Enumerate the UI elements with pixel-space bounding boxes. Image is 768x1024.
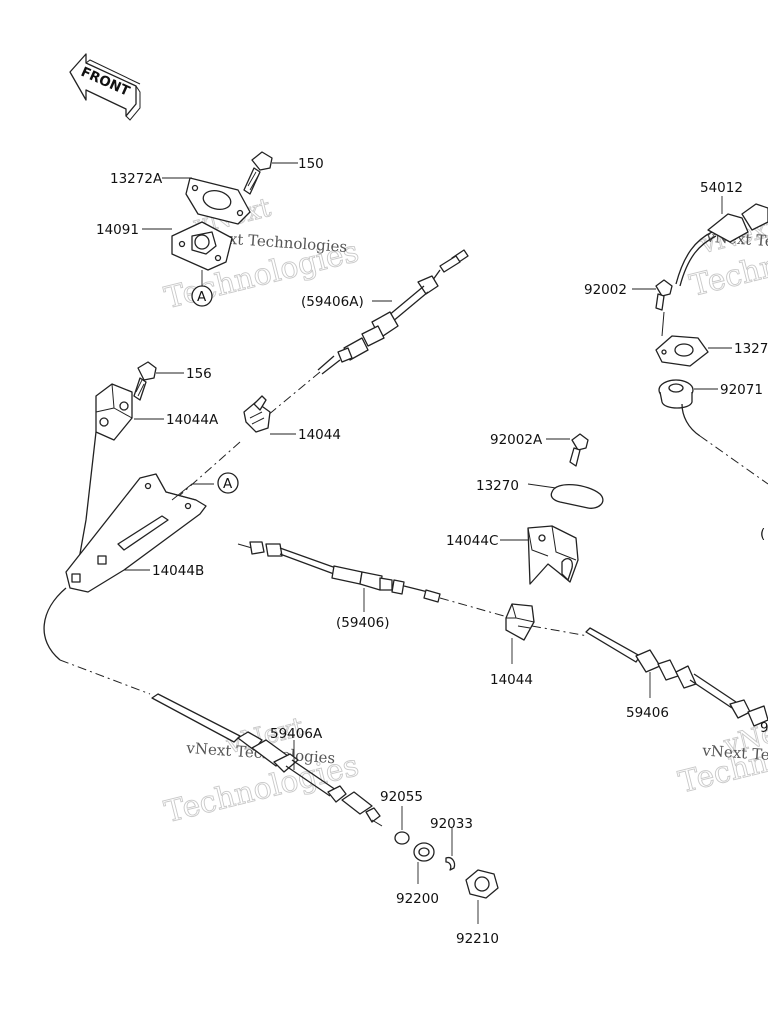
label-54012: 54012 (700, 180, 743, 196)
label-92002: 92002 (584, 282, 627, 298)
cable-59406-right (585, 627, 768, 727)
snapring-92033 (445, 856, 456, 871)
label-92033: 92033 (430, 816, 473, 832)
gasket-13270 (550, 484, 604, 509)
label-edge-9: 9 (760, 720, 768, 736)
ref-circle-a-top (191, 285, 213, 307)
label-59406A: 59406A (270, 726, 323, 742)
gasket-1327x (655, 335, 709, 367)
label-13272A: 13272A (110, 171, 163, 187)
ref-a-top: A (197, 289, 207, 305)
label-92071: 92071 (720, 382, 763, 398)
clip-14044-middle (505, 603, 535, 641)
label-14044C: 14044C (446, 533, 498, 549)
label-14044-top: 14044 (298, 427, 341, 443)
bolt-156 (133, 361, 157, 401)
label-92002A: 92002A (490, 432, 543, 448)
bolt-92002A (569, 433, 589, 467)
oring-92055 (394, 831, 410, 845)
clip-14044-top (243, 395, 271, 433)
gasket-13272A (185, 177, 251, 225)
cable-59406-middle (237, 541, 441, 603)
label-13270: 13270 (476, 478, 519, 494)
cable-59406A-upper (317, 249, 469, 375)
label-92200: 92200 (396, 891, 439, 907)
bracket-14044C (527, 525, 579, 585)
cable-54012 (675, 203, 768, 287)
label-92055: 92055 (380, 789, 423, 805)
washer-92200 (413, 842, 435, 862)
bolt-150 (243, 151, 273, 195)
label-1327x: 1327 (734, 341, 768, 357)
label-edge-paren: ( (760, 526, 765, 542)
label-14044-middle: 14044 (490, 672, 533, 688)
label-59406: 59406 (626, 705, 669, 721)
label-14091: 14091 (96, 222, 139, 238)
label-14044A: 14044A (166, 412, 219, 428)
switch-14091 (171, 221, 233, 288)
label-59406A-paren: (59406A) (301, 294, 364, 310)
grommet-92071 (658, 379, 694, 409)
label-92210: 92210 (456, 931, 499, 947)
bolt-92002 (655, 279, 673, 311)
nut-92210 (465, 869, 499, 899)
label-156: 156 (186, 366, 212, 382)
ref-circle-a-bracket (217, 472, 239, 494)
front-arrow-icon (69, 53, 141, 121)
label-59406-paren: (59406) (336, 615, 389, 631)
bracket-14044B (65, 473, 207, 593)
ref-a-bracket: A (223, 476, 233, 492)
label-150: 150 (298, 156, 324, 172)
label-14044B: 14044B (152, 563, 204, 579)
cable-59406A-lower (151, 693, 383, 827)
bracket-14044A (95, 383, 133, 441)
